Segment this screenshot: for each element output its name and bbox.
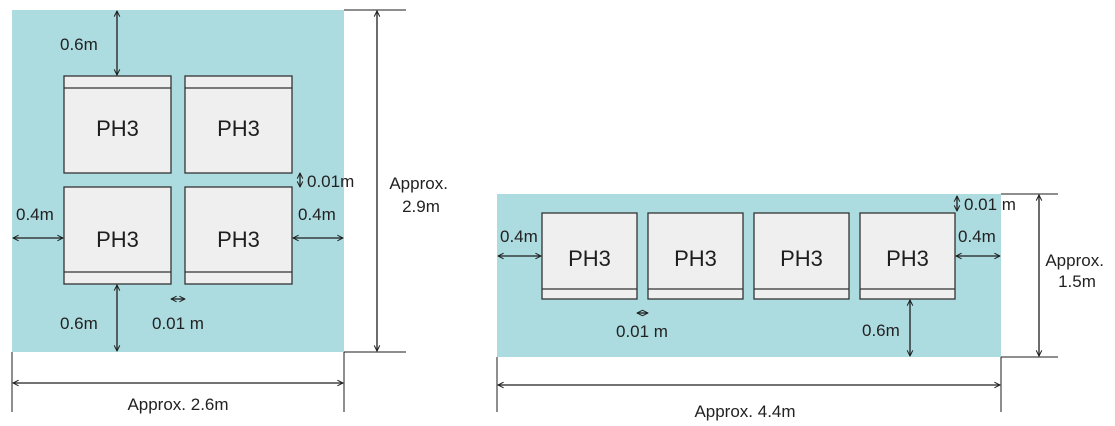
ph3-label: PH3 bbox=[96, 116, 139, 141]
left-margin-label: 0.4m bbox=[500, 227, 538, 246]
ph3-label: PH3 bbox=[674, 246, 717, 271]
left-margin-label: 0.4m bbox=[16, 205, 54, 224]
right-margin-label: 0.4m bbox=[298, 205, 336, 224]
width-label: Approx. 2.6m bbox=[127, 395, 228, 414]
ph3-unit: PH3 bbox=[753, 212, 850, 300]
layout-2x2: PH3 PH3 PH3 PH3 0.6m 0.6m 0.4m 0.4m bbox=[11, 9, 452, 414]
bottom-margin-label: 0.6m bbox=[60, 314, 98, 333]
gap-horizontal-label: 0.01 m bbox=[152, 314, 204, 333]
width-label: Approx. 4.4m bbox=[694, 402, 795, 421]
gap-vertical-label: 0.01 m bbox=[964, 195, 1016, 214]
ph3-label: PH3 bbox=[886, 246, 929, 271]
top-margin-label: 0.6m bbox=[60, 35, 98, 54]
ph3-unit: PH3 bbox=[647, 212, 744, 300]
ph3-unit: PH3 bbox=[63, 75, 172, 174]
layout-1x4: PH3 PH3 PH3 PH3 0.01 m 0.4m 0.4m 0.01 m bbox=[496, 193, 1108, 421]
installation-area-2x2 bbox=[12, 10, 344, 352]
height-label: Approx. 2.9m bbox=[389, 174, 452, 216]
right-margin-label: 0.4m bbox=[958, 227, 996, 246]
ph3-unit: PH3 bbox=[184, 186, 293, 285]
ph3-unit: PH3 bbox=[184, 75, 293, 174]
ph3-unit: PH3 bbox=[859, 212, 956, 300]
ph3-label: PH3 bbox=[96, 227, 139, 252]
height-label: Approx. 1.5m bbox=[1045, 251, 1108, 291]
ph3-unit: PH3 bbox=[541, 212, 638, 300]
gap-vertical-label: 0.01m bbox=[307, 172, 354, 191]
ph3-label: PH3 bbox=[217, 227, 260, 252]
ph3-label: PH3 bbox=[568, 246, 611, 271]
ph3-label: PH3 bbox=[217, 116, 260, 141]
ph3-unit: PH3 bbox=[63, 186, 172, 285]
bottom-margin-label: 0.6m bbox=[862, 321, 900, 340]
gap-horizontal-label: 0.01 m bbox=[616, 322, 668, 341]
ph3-label: PH3 bbox=[780, 246, 823, 271]
